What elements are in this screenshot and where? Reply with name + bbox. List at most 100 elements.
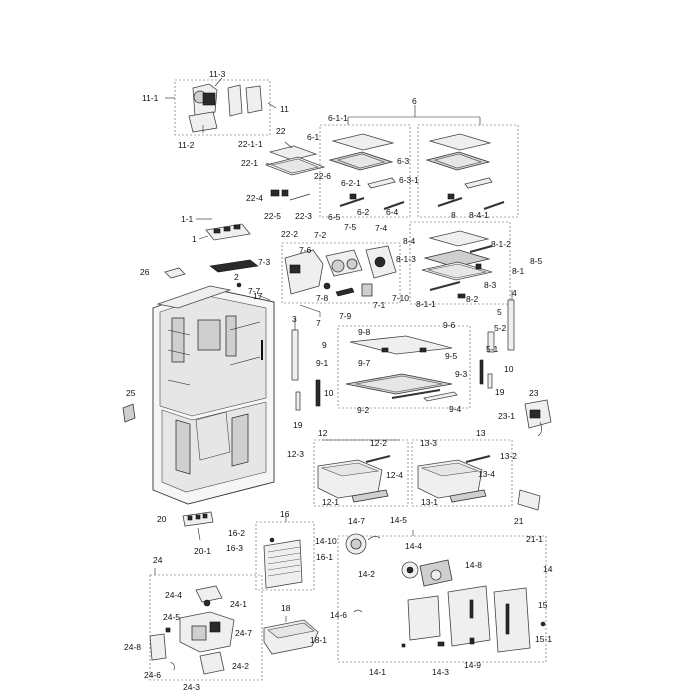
side-components	[122, 399, 552, 437]
shelf-assembly-9	[337, 325, 471, 409]
label-14-7: 14-7	[348, 516, 365, 526]
label-3: 3	[292, 314, 297, 324]
label-14-9: 14-9	[464, 660, 481, 670]
label-14-5: 14-5	[390, 515, 407, 525]
label-12-1: 12-1	[322, 497, 339, 507]
control-panel-20	[182, 511, 214, 541]
refrigerator-cabinet	[152, 285, 275, 505]
label-10: 10	[324, 388, 334, 398]
label-14-6: 14-6	[330, 610, 347, 620]
label-22-5: 22-5	[264, 211, 281, 221]
label-15: 15	[538, 600, 548, 610]
label-7: 7	[316, 318, 321, 328]
freezer-cover-assembly	[337, 530, 547, 663]
label-7-2: 7-2	[314, 230, 327, 240]
label-8-1-1: 8-1-1	[416, 299, 436, 309]
label-13-2: 13-2	[500, 451, 517, 461]
shelf-assembly-22	[264, 141, 326, 201]
label-13-4: 13-4	[478, 469, 495, 479]
label-6-2-1: 6-2-1	[341, 178, 361, 188]
label-24-2: 24-2	[232, 661, 249, 671]
label-7-4: 7-4	[375, 223, 388, 233]
label-6-1-1: 6-1-1	[328, 113, 348, 123]
label-16: 16	[280, 509, 290, 519]
label-22-6: 22-6	[314, 171, 331, 181]
door-bin-18	[263, 616, 319, 655]
label-9-8: 9-8	[358, 327, 371, 337]
label-6-1: 6-1	[307, 132, 320, 142]
label-7-7: 7-7	[248, 286, 261, 296]
label-9-3: 9-3	[455, 369, 468, 379]
label-1-1: 1-1	[181, 214, 194, 224]
label-13: 13	[476, 428, 486, 438]
label-9: 9	[322, 340, 327, 350]
dispenser-assembly	[149, 568, 263, 681]
label-9-1: 9-1	[316, 358, 329, 368]
label-13-3: 13-3	[420, 438, 437, 448]
label-8-4: 8-4	[403, 236, 416, 246]
label-14-2: 14-2	[358, 569, 375, 579]
label-22-1: 22-1	[241, 158, 258, 168]
shelf-assembly-6	[319, 105, 519, 218]
label-7-1: 7-1	[373, 300, 386, 310]
label-9-7: 9-7	[358, 358, 371, 368]
label-14-4: 14-4	[405, 541, 422, 551]
label-6-2: 6-2	[357, 207, 370, 217]
label-11-1: 11-1	[142, 93, 159, 103]
label-22-4: 22-4	[246, 193, 263, 203]
label-24-6: 24-6	[144, 670, 161, 680]
label-22-3: 22-3	[295, 211, 312, 221]
label-11-2: 11-2	[178, 140, 195, 150]
label-7-9: 7-9	[339, 311, 352, 321]
side-rails	[291, 290, 515, 411]
label-6-4: 6-4	[386, 207, 399, 217]
label-9-5: 9-5	[445, 351, 458, 361]
label-8-4-1: 8-4-1	[469, 210, 489, 220]
label-9-4: 9-4	[449, 404, 462, 414]
label-6-3: 6-3	[397, 156, 410, 166]
label-14-8: 14-8	[465, 560, 482, 570]
label-20-1: 20-1	[194, 546, 211, 556]
label-21-1: 21-1	[526, 534, 543, 544]
label-13-1: 13-1	[421, 497, 438, 507]
label-25: 25	[126, 388, 136, 398]
label-18: 18	[281, 603, 291, 613]
drawer-rail-21	[517, 489, 541, 511]
label-8-2: 8-2	[466, 294, 479, 304]
label-12-2: 12-2	[370, 438, 387, 448]
label-6-5: 6-5	[328, 212, 341, 222]
fan-control-assembly	[281, 242, 401, 317]
drawer-assemblies	[313, 439, 513, 507]
label-9-2: 9-2	[357, 405, 370, 415]
label-8-5: 8-5	[530, 256, 543, 266]
label-17: 17	[253, 291, 263, 301]
label-8-1: 8-1	[512, 266, 525, 276]
label-23: 23	[529, 388, 539, 398]
label-22-1-1: 22-1-1	[238, 139, 263, 149]
label-14: 14	[543, 564, 553, 574]
label-24-4: 24-4	[165, 590, 182, 600]
label-5: 5	[497, 307, 502, 317]
label-12: 12	[318, 428, 328, 438]
label-22-2: 22-2	[281, 229, 298, 239]
label-21: 21	[514, 516, 524, 526]
label-8: 8	[451, 210, 456, 220]
label-7-10: 7-10	[392, 293, 409, 303]
label-11: 11	[280, 104, 289, 114]
label-7-8: 7-8	[316, 293, 329, 303]
top-cover-parts	[164, 218, 259, 288]
label-16-2: 16-2	[228, 528, 245, 538]
label-24-8: 24-8	[124, 642, 141, 652]
label-5-2: 5-2	[494, 323, 507, 333]
label-9-6: 9-6	[443, 320, 456, 330]
label-18-1: 18-1	[310, 635, 327, 645]
label-19-right: 19	[495, 387, 505, 397]
label-24-5: 24-5	[163, 612, 180, 622]
label-8-3: 8-3	[484, 280, 497, 290]
label-14-1: 14-1	[369, 667, 386, 677]
label-7-6: 7-6	[299, 245, 312, 255]
label-1: 1	[192, 234, 197, 244]
label-24: 24	[153, 555, 163, 565]
part-labels: 6 6-1-1 6-1 6-3 6-2-1 6-3-1 6-5 6-2 6-4 …	[124, 69, 553, 692]
label-14-10: 14-10	[315, 536, 337, 546]
